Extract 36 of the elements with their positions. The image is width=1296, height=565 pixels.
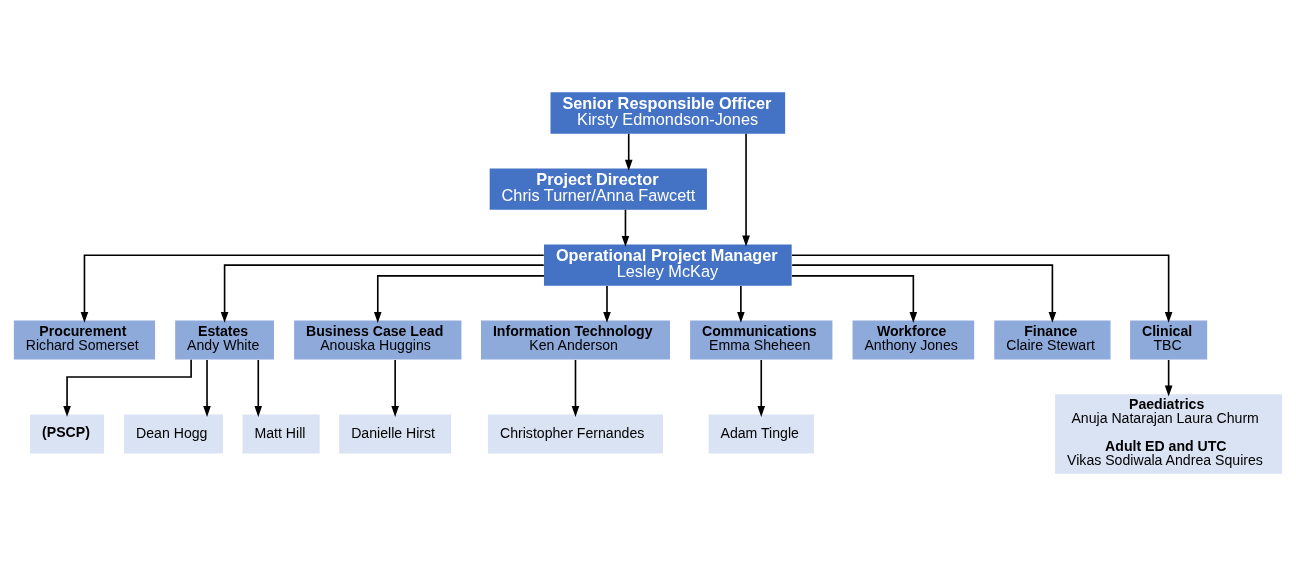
- arrow: [571, 358, 580, 417]
- node-box: Adam Tingle: [708, 413, 814, 454]
- node-box: Clinical TBC: [1130, 320, 1208, 360]
- node-box: Paediatrics Anuja Natarajan Laura Churm Adult ED and UTC Vikas Sodiwala Andrea Squires: [1055, 393, 1283, 474]
- node-box: Information Technology Ken Anderson: [480, 320, 670, 360]
- node-box: Finance Claire Stewart: [994, 320, 1111, 360]
- node-box: Operational Project Manager Lesley McKay: [544, 243, 792, 286]
- arrow: [757, 358, 766, 417]
- arrow: [63, 358, 192, 417]
- arrow: [220, 263, 545, 323]
- arrow: [621, 208, 630, 247]
- node-box: (PSCP): [30, 413, 104, 454]
- arrow: [791, 274, 918, 323]
- node-box: Christopher Fernandes: [488, 413, 663, 454]
- arrow: [603, 284, 611, 323]
- arrow: [203, 358, 211, 417]
- arrow: [737, 284, 745, 323]
- arrow: [624, 132, 633, 171]
- arrow: [1164, 358, 1173, 396]
- node-box: Matt Hill: [242, 413, 320, 454]
- node-box: Estates Andy White: [175, 320, 274, 360]
- node-box: Procurement Richard Somerset: [13, 320, 156, 360]
- node-box: Workforce Anthony Jones: [852, 320, 975, 360]
- node-box: Dean Hogg: [124, 413, 223, 454]
- arrow: [80, 254, 545, 323]
- arrow: [791, 263, 1057, 323]
- node-box: Senior Responsible Officer Kirsty Edmondson-Jones: [550, 91, 786, 134]
- node-box: Project Director Chris Turner/Anna Fawcett: [489, 167, 707, 210]
- arrow: [254, 358, 263, 417]
- arrow: [391, 358, 399, 417]
- node-box: Business Case Lead Anouska Huggins: [294, 320, 462, 360]
- arrow: [791, 254, 1173, 323]
- node-box: Communications Emma Sheheen: [690, 320, 833, 360]
- node-box: Danielle Hirst: [339, 413, 452, 454]
- arrow: [373, 274, 545, 323]
- arrow: [742, 132, 750, 246]
